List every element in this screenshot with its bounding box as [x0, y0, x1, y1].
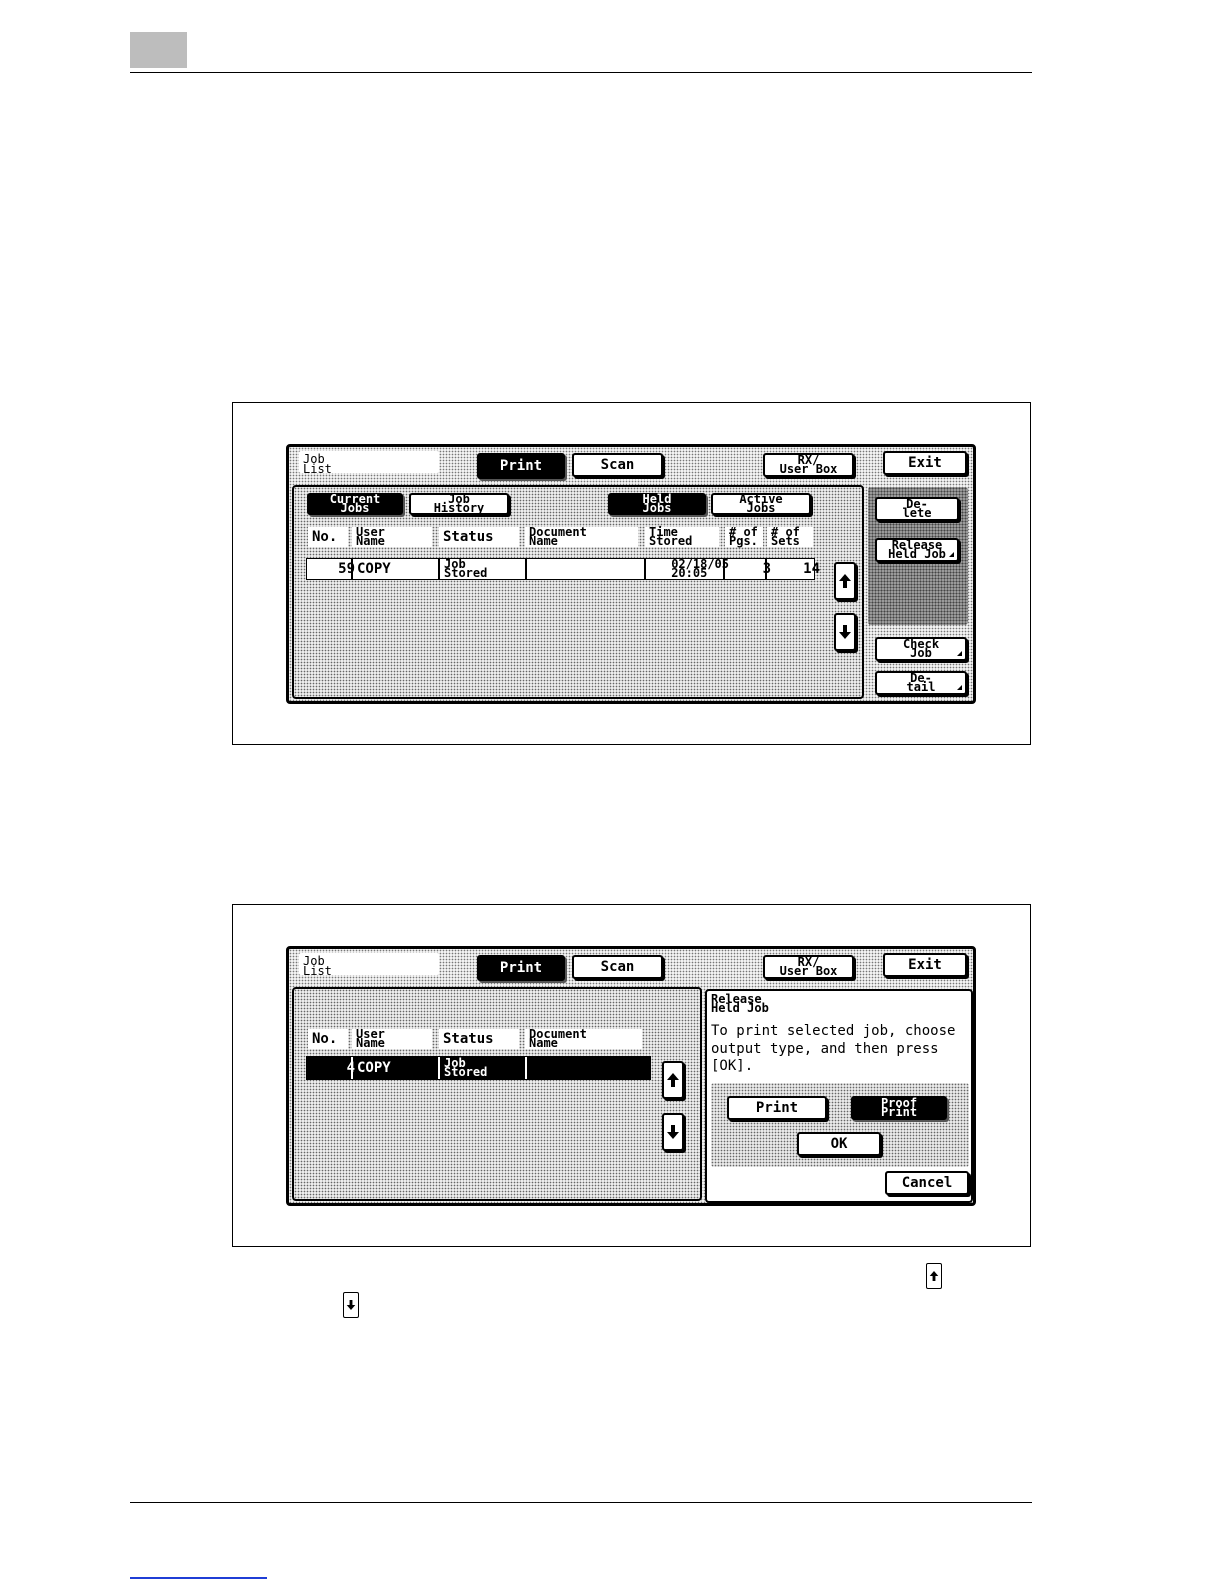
job-list-area: Current Jobs Job History Held Jobs Activ…	[292, 485, 864, 699]
job-list-screen-release: Job List Print Scan RX/ User Box Exit No…	[286, 946, 976, 1206]
arrow-up-icon	[839, 574, 851, 588]
column-header-user-name: User Name	[352, 526, 432, 547]
submenu-corner-icon	[957, 685, 962, 690]
cell-status: Job Stored	[438, 558, 535, 579]
arrow-down-icon	[839, 625, 851, 639]
job-list-screen: Job List Print Scan RX/ User Box Exit Cu…	[286, 444, 976, 704]
tab-print[interactable]: Print	[477, 453, 565, 479]
screen-title: Job List	[299, 953, 439, 977]
scroll-up-button[interactable]	[662, 1061, 684, 1099]
print-option-button[interactable]: Print	[727, 1096, 827, 1120]
scroll-down-button[interactable]	[662, 1113, 684, 1151]
job-list-area: No. User Name Status Document Name 4 COP…	[292, 987, 702, 1201]
cell-document-name	[525, 559, 654, 579]
figure-2: Job List Print Scan RX/ User Box Exit No…	[232, 904, 1031, 1247]
header-rule	[130, 72, 1032, 73]
ok-button[interactable]: OK	[797, 1132, 881, 1156]
column-header-status: Status	[439, 527, 519, 547]
proof-print-option-button[interactable]: Proof Print	[851, 1096, 947, 1120]
tab-print[interactable]: Print	[477, 955, 565, 981]
check-job-label: Check Job	[902, 637, 940, 660]
cell-status: Job Stored	[438, 1057, 535, 1079]
cell-time-stored: 02/18/05 20:05	[644, 558, 733, 579]
release-held-job-dialog: Release Held Job To print selected job, …	[705, 989, 973, 1203]
tab-scan[interactable]: Scan	[572, 453, 663, 477]
exit-button[interactable]: Exit	[883, 451, 967, 475]
column-header-sets: # of Sets	[767, 526, 813, 547]
delete-button[interactable]: De- lete	[875, 497, 959, 521]
footer-link-underline[interactable]	[130, 1577, 267, 1579]
column-header-no: No.	[308, 527, 348, 547]
arrow-down-icon	[346, 1300, 356, 1310]
screen-title: Job List	[299, 451, 439, 475]
figure-1: Job List Print Scan RX/ User Box Exit Cu…	[232, 402, 1031, 745]
detail-button[interactable]: De- tail	[875, 671, 967, 695]
tab-held-jobs[interactable]: Held Jobs	[608, 493, 706, 515]
cell-no: 4	[346, 1059, 355, 1076]
cell-user-name: COPY	[351, 559, 448, 579]
tab-scan[interactable]: Scan	[572, 955, 663, 979]
cell-no: 59	[338, 560, 355, 577]
table-row[interactable]: 59 COPY Job Stored 02/18/05 20:05 3 14	[306, 558, 820, 580]
rx-user-box-button[interactable]: RX/ User Box	[763, 955, 854, 979]
arrow-up-icon	[929, 1271, 939, 1281]
arrow-up-icon	[667, 1073, 679, 1087]
rx-user-box-button[interactable]: RX/ User Box	[763, 453, 854, 477]
chapter-tab	[130, 32, 187, 68]
column-header-time-stored: Time Stored	[645, 526, 719, 547]
cell-user-name: COPY	[351, 1057, 448, 1079]
tab-current-jobs[interactable]: Current Jobs	[307, 493, 403, 515]
footer-rule	[130, 1502, 1032, 1503]
inline-up-arrow	[926, 1263, 942, 1289]
cell-document-name	[525, 1057, 660, 1079]
detail-label: De- tail	[906, 671, 936, 694]
inline-down-arrow	[343, 1292, 359, 1318]
column-header-no: No.	[308, 1029, 348, 1049]
exit-button[interactable]: Exit	[883, 953, 967, 977]
column-header-user-name: User Name	[352, 1028, 432, 1049]
table-row-selected[interactable]: 4 COPY Job Stored	[306, 1056, 651, 1080]
arrow-down-icon	[667, 1125, 679, 1139]
column-header-status: Status	[439, 1029, 519, 1049]
dialog-message: To print selected job, choose output typ…	[711, 1023, 964, 1074]
column-header-document-name: Document Name	[525, 1028, 642, 1049]
column-header-pages: # of Pgs.	[725, 526, 763, 547]
submenu-corner-icon	[957, 651, 962, 656]
scroll-up-button[interactable]	[834, 562, 856, 600]
cancel-button[interactable]: Cancel	[885, 1171, 969, 1195]
scroll-down-button[interactable]	[834, 613, 856, 651]
release-held-job-label: Release Held Job	[888, 538, 946, 561]
submenu-corner-icon	[949, 552, 954, 557]
tab-active-jobs[interactable]: Active Jobs	[711, 493, 811, 515]
check-job-button[interactable]: Check Job	[875, 637, 967, 661]
dialog-title: Release Held Job	[711, 992, 769, 1015]
column-header-document-name: Document Name	[525, 526, 638, 547]
cell-sets: 14	[765, 559, 824, 579]
release-held-job-button[interactable]: Release Held Job	[875, 538, 959, 562]
tab-job-history[interactable]: Job History	[409, 493, 509, 515]
